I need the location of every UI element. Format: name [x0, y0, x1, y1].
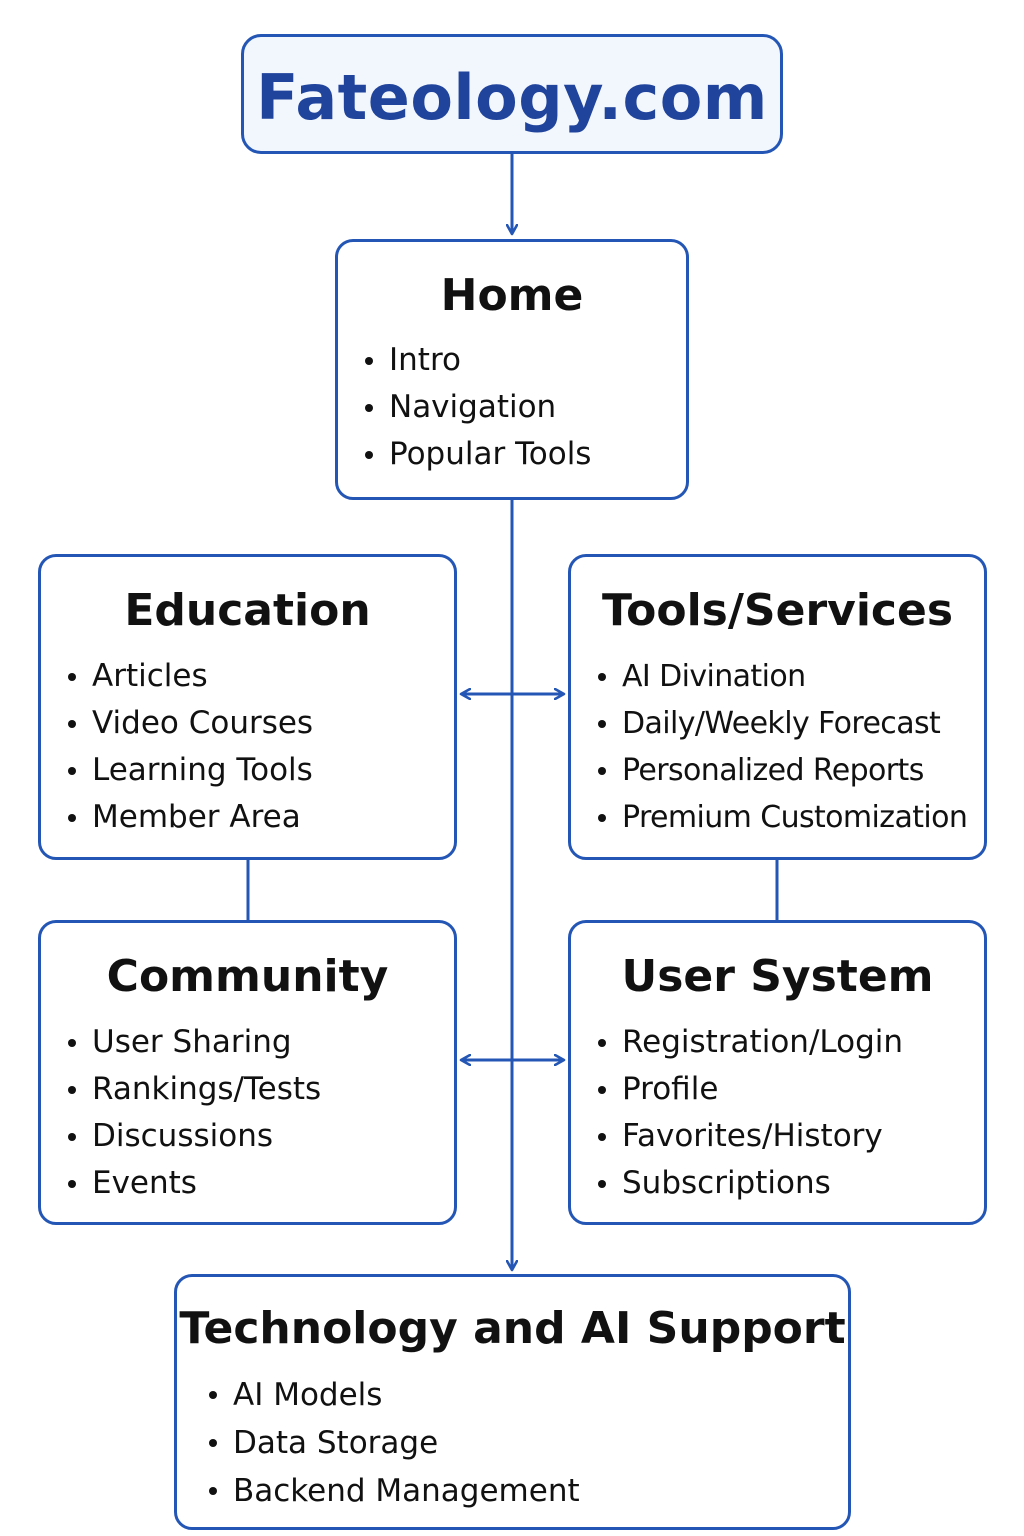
community-item-events: Events	[68, 1160, 321, 1207]
tools-item-forecast: Daily/Weekly Forecast	[598, 700, 967, 747]
user-item-registration-login: Registration/Login	[598, 1019, 903, 1066]
education-item-member-area: Member Area	[68, 794, 313, 841]
technology-item-backend-management: Backend Management	[209, 1467, 580, 1515]
tools-item-personalized-reports: Personalized Reports	[598, 747, 967, 794]
user-item-profile: Profile	[598, 1066, 903, 1113]
user-item-subscriptions: Subscriptions	[598, 1160, 903, 1207]
community-item-rankings-tests: Rankings/Tests	[68, 1066, 321, 1113]
home-title: Home	[440, 270, 584, 321]
site-title: Fateology.com	[256, 61, 768, 134]
technology-item-ai-models: AI Models	[209, 1371, 580, 1419]
education-box: Education Articles Video Courses Learnin…	[38, 554, 457, 860]
community-title: Community	[106, 951, 389, 1002]
technology-list: AI Models Data Storage Backend Managemen…	[209, 1371, 580, 1515]
tools-services-title: Tools/Services	[601, 585, 954, 636]
home-list: Intro Navigation Popular Tools	[365, 337, 591, 478]
tools-services-list: AI Divination Daily/Weekly Forecast Pers…	[598, 653, 968, 841]
community-box: Community User Sharing Rankings/Tests Di…	[38, 920, 457, 1225]
community-list: User Sharing Rankings/Tests Discussions …	[68, 1019, 321, 1207]
education-item-video-courses: Video Courses	[68, 700, 313, 747]
education-title: Education	[124, 585, 371, 636]
education-item-learning-tools: Learning Tools	[68, 747, 313, 794]
user-system-list: Registration/Login Profile Favorites/His…	[598, 1019, 903, 1207]
home-item-popular-tools: Popular Tools	[365, 431, 591, 478]
tools-item-premium-customization: Premium Customization	[598, 794, 968, 841]
user-system-box: User System Registration/Login Profile F…	[568, 920, 987, 1225]
site-title-box: Fateology.com	[241, 34, 783, 154]
home-item-intro: Intro	[365, 337, 591, 384]
technology-box: Technology and AI Support AI Models Data…	[174, 1274, 851, 1530]
community-item-user-sharing: User Sharing	[68, 1019, 321, 1066]
tools-item-ai-divination: AI Divination	[598, 653, 967, 700]
home-box: Home Intro Navigation Popular Tools	[335, 239, 689, 500]
technology-title: Technology and AI Support	[179, 1303, 846, 1354]
technology-item-data-storage: Data Storage	[209, 1419, 580, 1467]
community-item-discussions: Discussions	[68, 1113, 321, 1160]
user-item-favorites-history: Favorites/History	[598, 1113, 903, 1160]
tools-services-box: Tools/Services AI Divination Daily/Weekl…	[568, 554, 987, 860]
home-item-navigation: Navigation	[365, 384, 591, 431]
user-system-title: User System	[621, 951, 934, 1002]
education-item-articles: Articles	[68, 653, 313, 700]
education-list: Articles Video Courses Learning Tools Me…	[68, 653, 313, 841]
